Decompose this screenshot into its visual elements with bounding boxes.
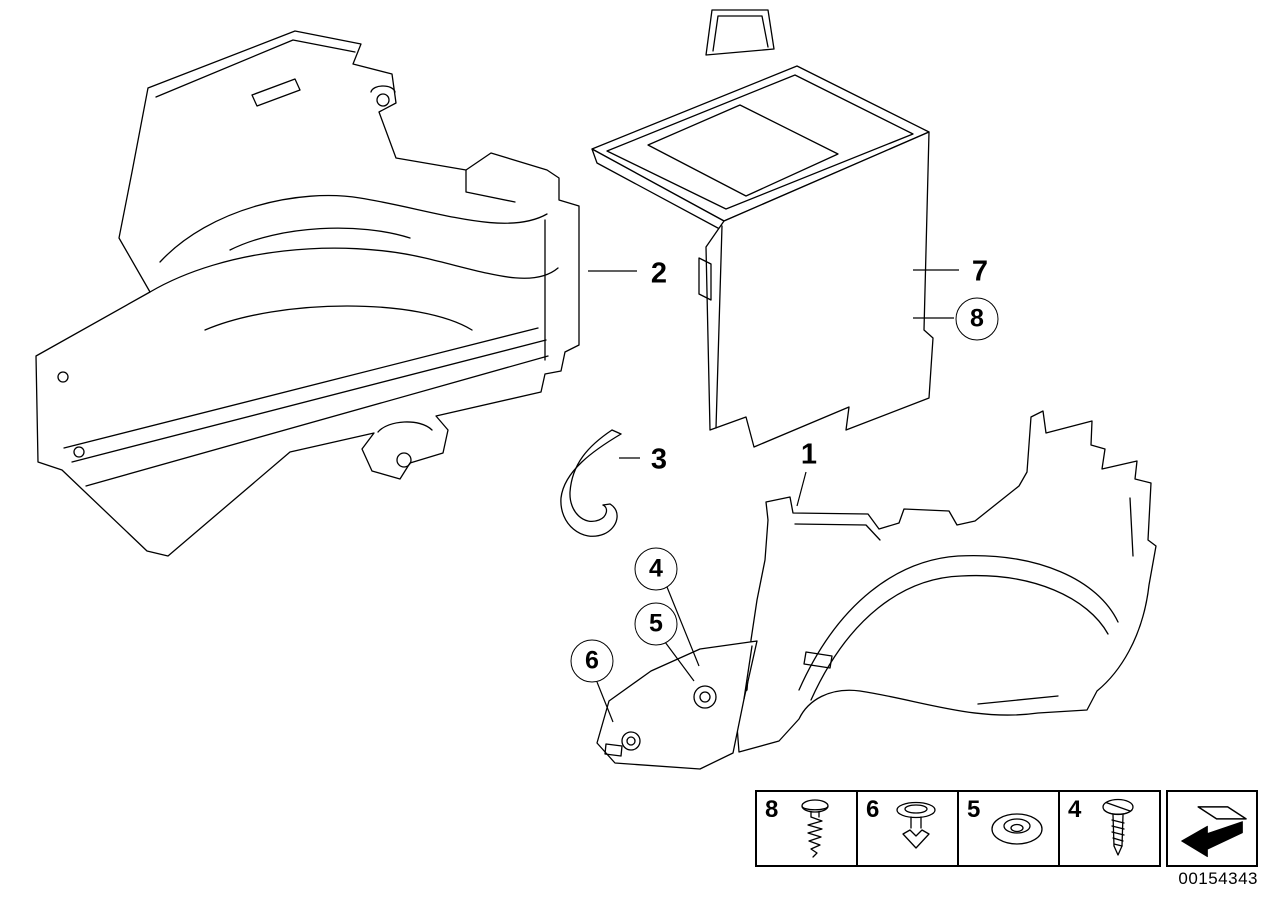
callout-3[interactable]: 3 [650,443,668,476]
legend-item-8[interactable]: 8 [757,792,858,865]
part-7-shape[interactable] [591,9,934,448]
direction-arrow-icon [1181,805,1247,857]
legend-item-label: 8 [765,796,779,823]
part-3-shape[interactable] [560,429,622,537]
part-1-shape[interactable] [596,410,1157,770]
callout-8[interactable]: 8 [955,297,999,341]
trim-clip-icon [896,801,936,849]
callout-5[interactable]: 5 [634,602,678,646]
leader-lines [588,269,959,723]
legend-item-label: 6 [866,796,880,823]
leader-line-4 [666,586,700,667]
expanding-rivet-icon [801,798,829,858]
legend-item-label: 4 [1068,796,1082,823]
legend-item-4[interactable]: 4 [1060,792,1159,865]
leader-line-5 [664,641,695,682]
callout-6[interactable]: 6 [570,639,614,683]
drawing-number: 00154343 [1178,869,1258,888]
part-2-shape[interactable] [35,30,580,557]
callout-7[interactable]: 7 [971,255,989,288]
legend-item-6[interactable]: 6 [858,792,959,865]
nav-arrow-box[interactable] [1166,790,1258,867]
callout-4[interactable]: 4 [634,547,678,591]
screw-icon [1102,798,1134,856]
legend-item-5[interactable]: 5 [959,792,1060,865]
legend-item-label: 5 [967,796,981,823]
grommet-nut-icon [991,812,1043,845]
leader-line-1 [796,471,807,507]
leader-line-6 [596,681,614,723]
callout-1[interactable]: 1 [800,438,818,471]
callout-2[interactable]: 2 [650,257,668,290]
fastener-legend: 8 6 5 4 [755,790,1161,867]
